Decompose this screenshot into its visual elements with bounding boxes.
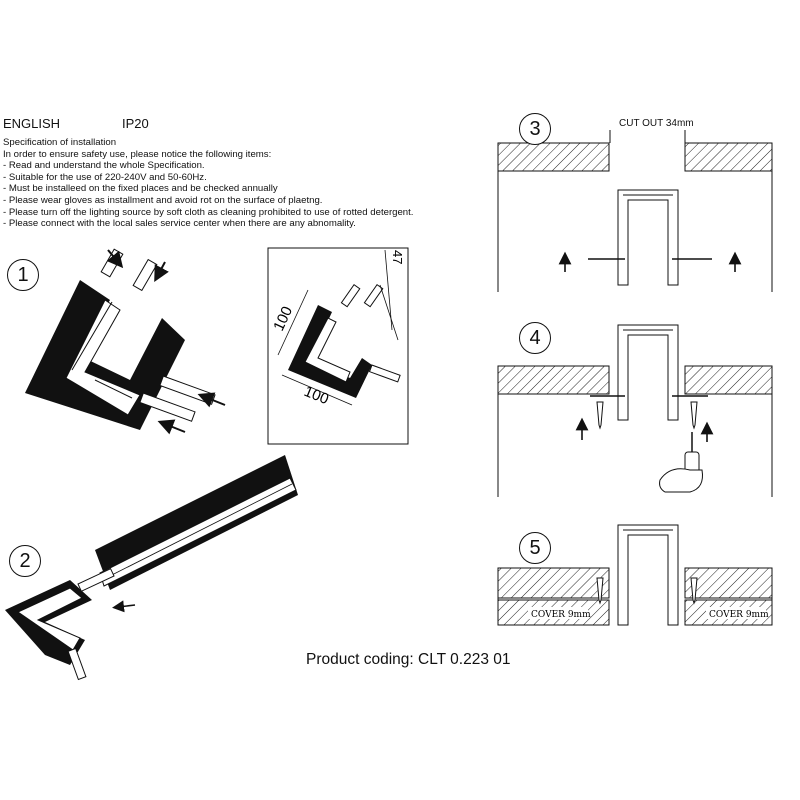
dimension-100-horizontal: 100 bbox=[302, 383, 332, 408]
step5-cover-illustration bbox=[497, 524, 773, 626]
step-4-marker: 4 bbox=[519, 322, 551, 354]
spec-line: - Suitable for the use of 220-240V and 5… bbox=[3, 171, 207, 183]
dimension-100-vertical: 100 bbox=[270, 304, 296, 334]
spec-line: - Read and understand the whole Specific… bbox=[3, 160, 205, 172]
spec-line: In order to ensure safety use, please no… bbox=[3, 148, 272, 160]
step3-cutout-illustration bbox=[497, 130, 773, 292]
spec-line: - Please wear gloves as installment and … bbox=[3, 194, 323, 206]
spec-title: Specification of installation bbox=[3, 137, 117, 148]
cut-out-label: CUT OUT 34mm bbox=[619, 118, 694, 129]
step-3-marker: 3 bbox=[519, 113, 551, 145]
step-1-marker: 1 bbox=[7, 259, 39, 291]
cover-label-left: COVER 9mm bbox=[531, 610, 591, 620]
step-2-marker: 2 bbox=[9, 545, 41, 577]
ip-rating: IP20 bbox=[122, 116, 149, 131]
product-coding: Product coding: CLT 0.223 01 bbox=[306, 651, 511, 668]
step1-corner-illustration bbox=[25, 248, 226, 435]
dimension-47: 47 bbox=[390, 250, 405, 264]
spec-line: - Please connect with the local sales se… bbox=[3, 218, 356, 230]
cover-label-right: COVER 9mm bbox=[709, 610, 769, 620]
language-label: ENGLISH bbox=[3, 116, 61, 131]
step4-mounting-illustration bbox=[497, 324, 773, 497]
spec-line: - Must be installeed on the fixed places… bbox=[3, 183, 278, 195]
spec-line: - Please turn off the lighting source by… bbox=[3, 206, 414, 218]
specification-text: Specification of installation In order t… bbox=[3, 137, 413, 230]
step-5-marker: 5 bbox=[519, 532, 551, 564]
dimension-detail-box bbox=[267, 247, 409, 445]
step2-track-illustration bbox=[5, 455, 298, 681]
